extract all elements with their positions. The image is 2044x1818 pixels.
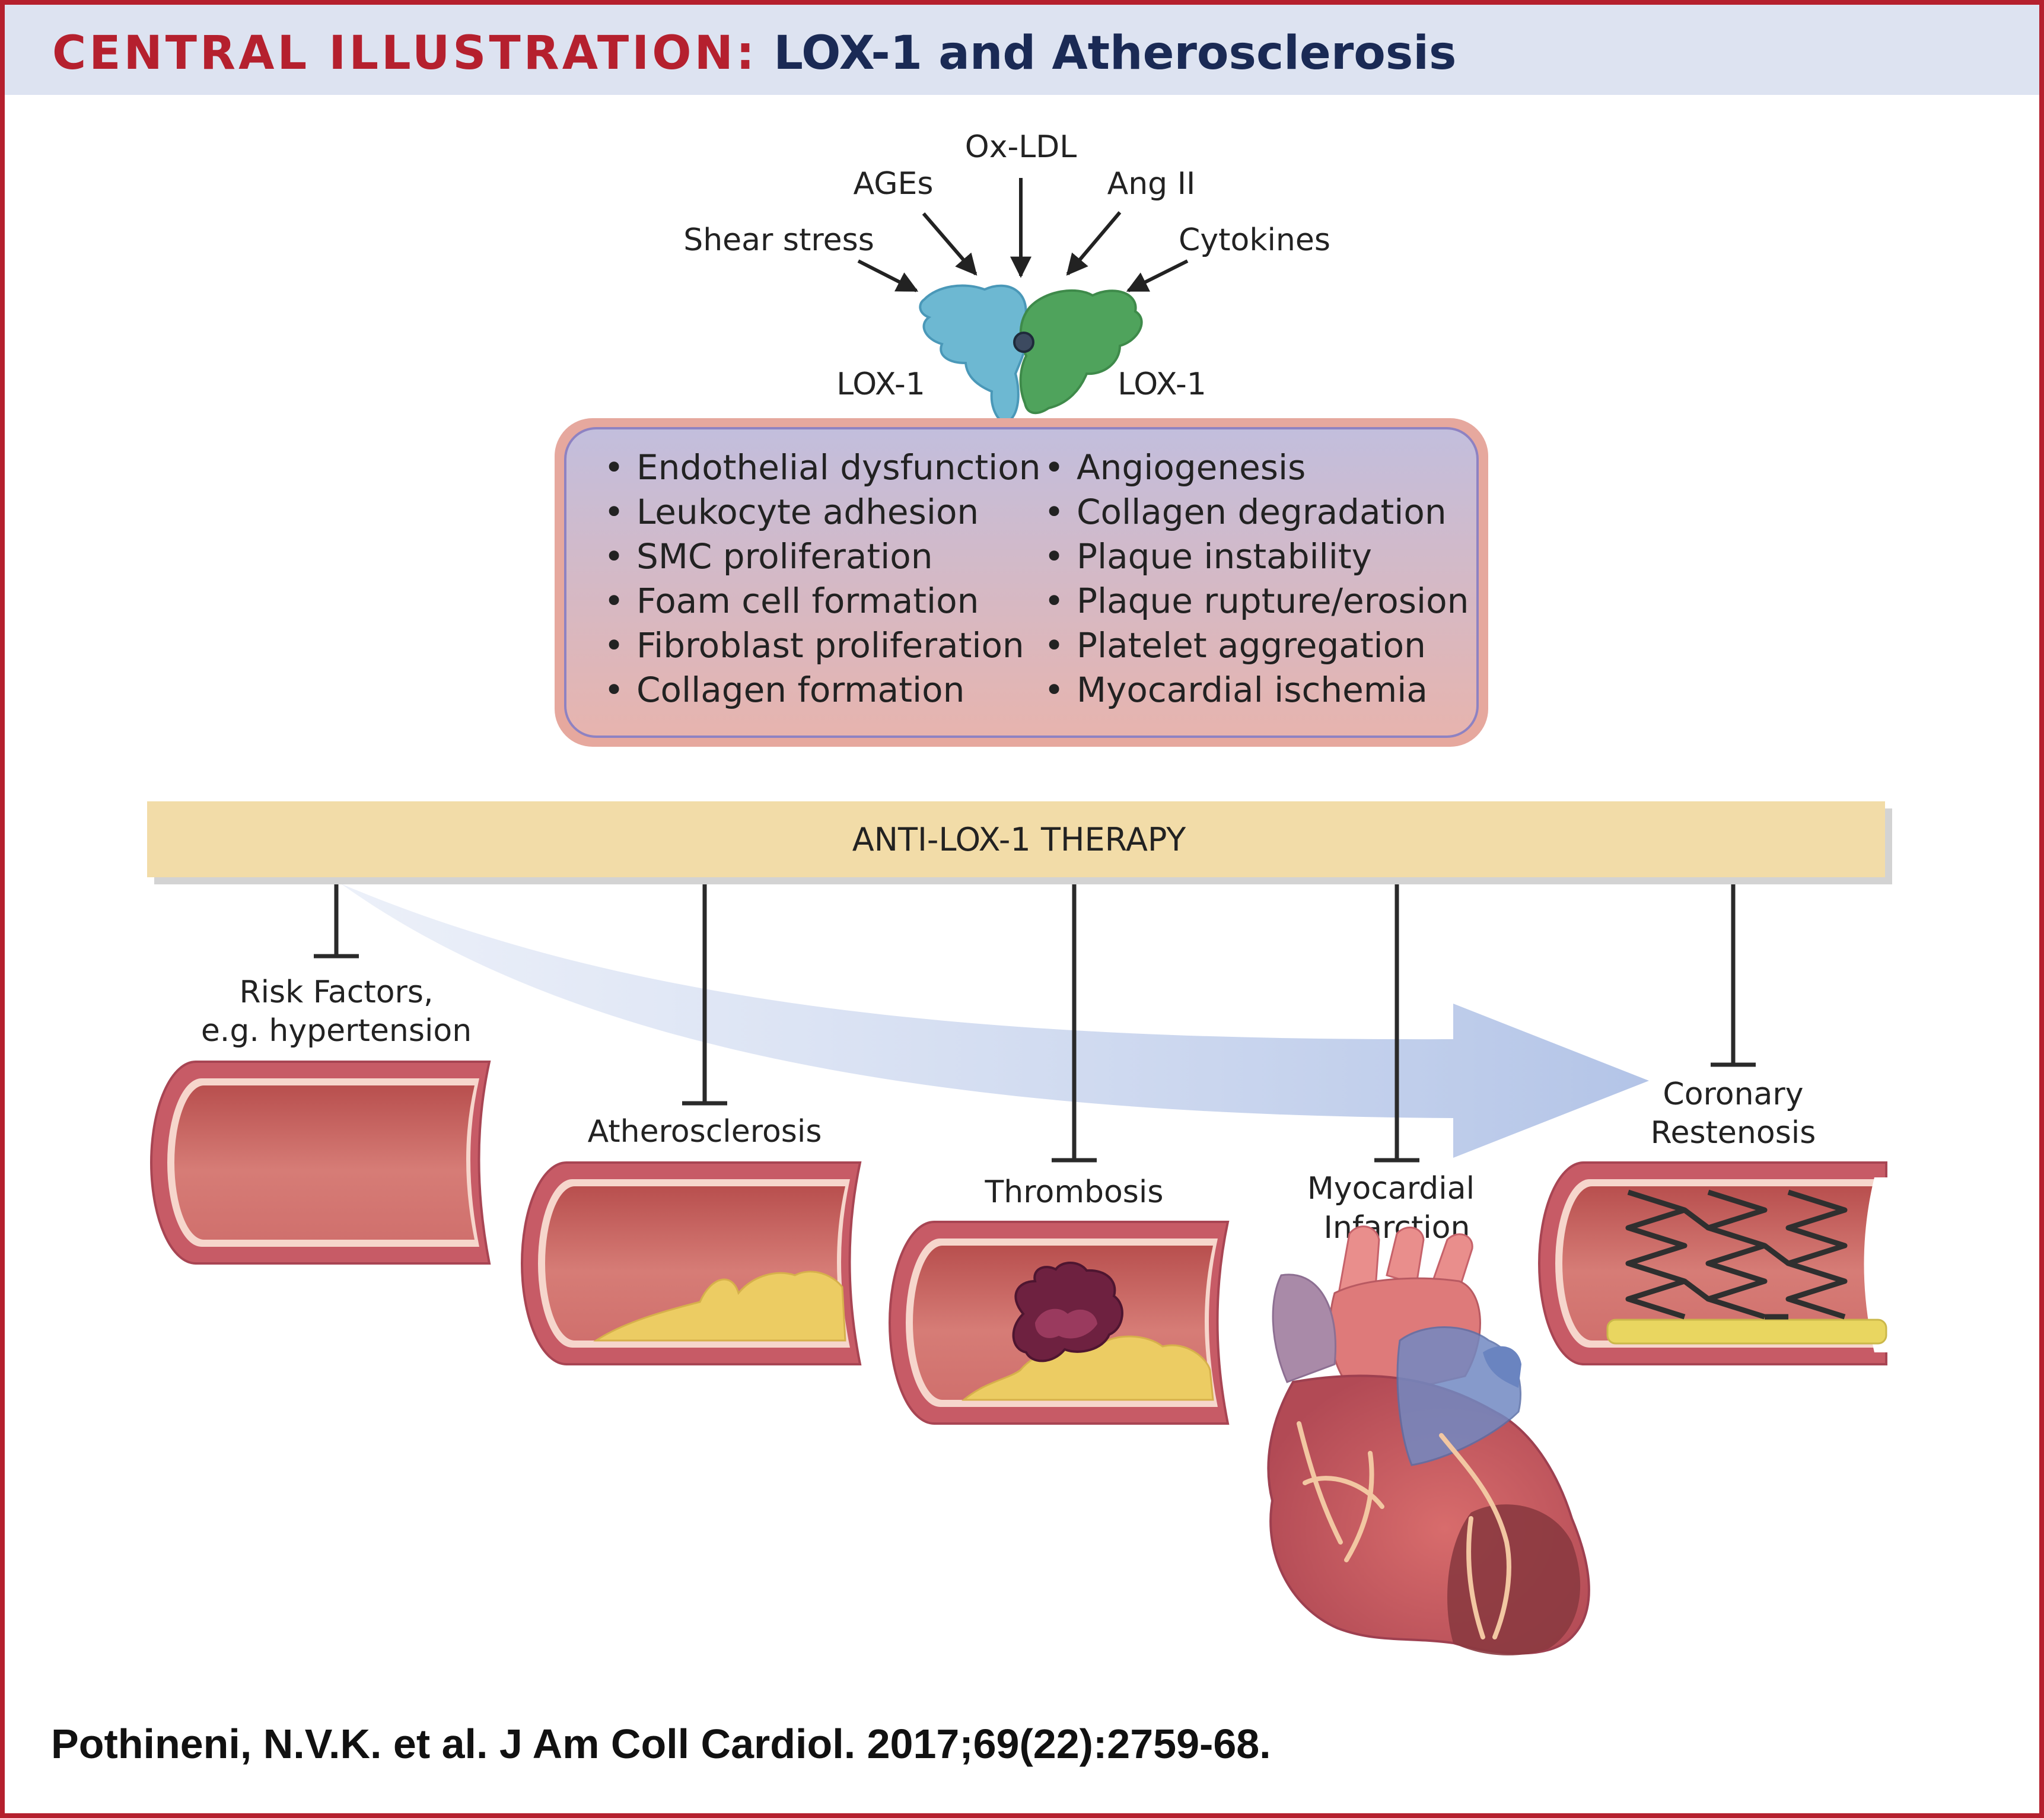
effects-box: • Endothelial dysfunction • Leukocyte ad… <box>555 418 1488 747</box>
effect-right-item: Platelet aggregation <box>1077 625 1426 666</box>
risk-factors-label-line2: e.g. hypertension <box>201 1013 472 1049</box>
figure-header: CENTRAL ILLUSTRATION: LOX-1 and Atherosc… <box>52 18 1456 89</box>
effect-left-bullet: • <box>604 492 624 532</box>
vessel-thrombosis <box>889 1221 1230 1425</box>
vessel-restenosis <box>1538 1161 1889 1365</box>
effect-left-bullet: • <box>604 536 624 577</box>
progression-arrow <box>341 884 1649 1158</box>
effect-left-bullet: • <box>604 447 624 488</box>
risk-factors-label-line1: Risk Factors, <box>239 975 433 1010</box>
effect-left-bullet: • <box>604 581 624 621</box>
effect-right-item: Plaque rupture/erosion <box>1077 581 1469 621</box>
coronary-restenosis-label-line2: Restenosis <box>1651 1115 1816 1151</box>
header-label: CENTRAL ILLUSTRATION: <box>52 27 758 80</box>
thrombus-highlight <box>1035 1308 1097 1339</box>
effect-left-item: Collagen formation <box>636 670 964 710</box>
therapy-bar-fill <box>147 801 1885 877</box>
lox1-receptor <box>919 284 1143 426</box>
myocardial-infarction-label-line1: Myocardial <box>1307 1171 1475 1206</box>
coronary-restenosis-label-line1: Coronary <box>1663 1077 1803 1112</box>
effect-right-item: Plaque instability <box>1077 536 1372 577</box>
heart-illustration <box>1267 1225 1590 1655</box>
stimulus-shear-stress: Shear stress <box>683 222 874 258</box>
plaque <box>1606 1319 1887 1345</box>
stimulus-arrows <box>857 178 1189 292</box>
effect-left-item: SMC proliferation <box>636 536 933 577</box>
effect-left-bullet: • <box>604 625 624 666</box>
stimulus-cytokines: Cytokines <box>1179 222 1330 258</box>
cytokines-arrow <box>1126 259 1189 292</box>
effect-right-bullet: • <box>1044 581 1064 621</box>
stimulus-ages: AGEs <box>854 166 934 202</box>
stimulus-ox-ldl: Ox-LDL <box>965 129 1077 165</box>
effect-left-item: Leukocyte adhesion <box>636 492 979 532</box>
header-band <box>5 5 2039 95</box>
ang-ii-arrow <box>1066 211 1122 276</box>
vessel-atherosclerosis <box>521 1161 862 1365</box>
effect-right-bullet: • <box>1044 447 1064 488</box>
effect-right-bullet: • <box>1044 625 1064 666</box>
effect-right-bullet: • <box>1044 670 1064 710</box>
effect-right-item: Angiogenesis <box>1077 447 1306 488</box>
atherosclerosis-label: Atherosclerosis <box>588 1114 822 1150</box>
citation: Pothineni, N.V.K. et al. J Am Coll Cardi… <box>51 1721 1271 1767</box>
inhibition-lines <box>314 884 1756 1163</box>
thrombosis-label: Thrombosis <box>985 1174 1164 1210</box>
effect-right-bullet: • <box>1044 492 1064 532</box>
stent <box>1625 1189 1848 1320</box>
lox1-right-monomer <box>1019 289 1143 415</box>
effects-box-inner <box>564 427 1479 738</box>
shear-stress-arrow <box>857 259 919 292</box>
effects-list-right: • Angiogenesis • Collagen degradation • … <box>1044 447 1469 710</box>
effect-right-item: Myocardial ischemia <box>1077 670 1428 710</box>
lox1-left-monomer <box>919 284 1029 426</box>
effect-left-bullet: • <box>604 670 624 710</box>
vessel-cut-edge <box>1864 1177 1889 1352</box>
effect-left-item: Endothelial dysfunction <box>636 447 1041 488</box>
ages-arrow <box>922 212 978 276</box>
vessel-healthy <box>150 1061 491 1265</box>
header-title: LOX-1 and Atherosclerosis <box>773 27 1457 80</box>
plaque <box>593 1271 846 1342</box>
effect-right-item: Collagen degradation <box>1077 492 1447 532</box>
therapy-label: ANTI-LOX-1 THERAPY <box>852 821 1187 858</box>
therapy-bar: ANTI-LOX-1 THERAPY <box>147 801 1892 884</box>
lox1-label-left: LOX-1 <box>836 367 925 402</box>
effects-list-left: • Endothelial dysfunction • Leukocyte ad… <box>604 447 1041 710</box>
effect-right-bullet: • <box>1044 536 1064 577</box>
lox1-label-right: LOX-1 <box>1117 367 1206 402</box>
thrombus <box>1012 1262 1123 1362</box>
effect-left-item: Foam cell formation <box>636 581 979 621</box>
stimulus-ang-ii: Ang II <box>1107 166 1196 202</box>
effect-left-item: Fibroblast proliferation <box>636 625 1024 666</box>
lox1-binding-site <box>1013 332 1034 353</box>
